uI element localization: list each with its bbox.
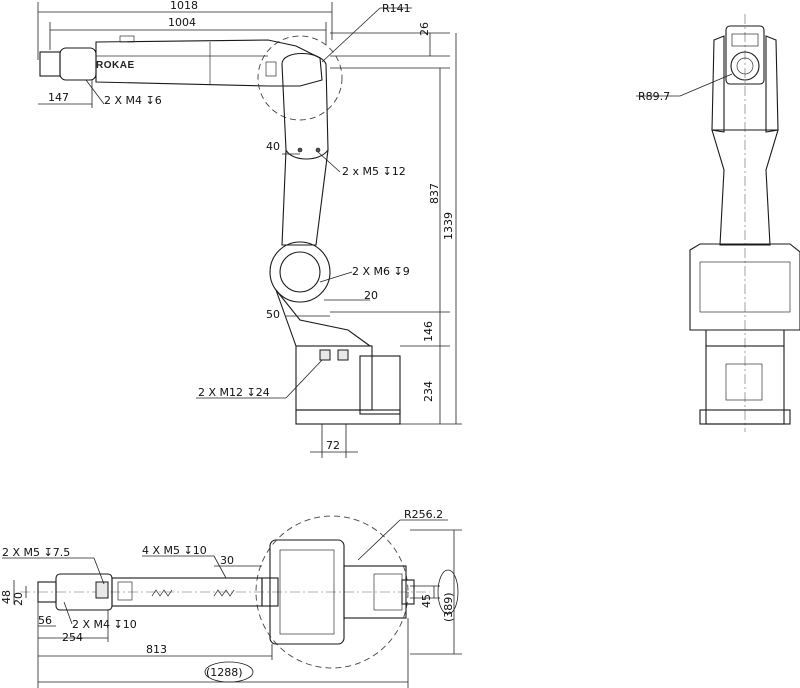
shoulder-inner <box>279 251 321 293</box>
front-flange <box>730 51 760 81</box>
dim-147: 147 <box>48 91 69 104</box>
dim-45: 45 <box>420 594 433 608</box>
base-bolt-1 <box>319 349 331 361</box>
forearm-port <box>265 61 277 77</box>
leader-r141 <box>321 7 381 63</box>
base-plate <box>295 409 401 425</box>
dim-389-bubble <box>437 569 459 615</box>
reach-circle-r256 <box>255 515 409 669</box>
dim-1339: 1339 <box>442 212 455 240</box>
top-base <box>343 565 407 619</box>
front-foot <box>699 409 791 425</box>
top-base-plug <box>401 579 415 605</box>
dim-r141: R141 <box>382 2 411 15</box>
dim-1018: 1018 <box>170 0 198 12</box>
callout-m5-tool: 2 X M5 ↧7.5 <box>2 546 70 559</box>
forearm-connector <box>119 35 135 43</box>
upper-arm-body <box>281 149 329 246</box>
dim-813: 813 <box>146 643 167 656</box>
front-wrist <box>725 25 765 85</box>
dim-254: 254 <box>62 631 83 644</box>
dim-26: 26 <box>418 22 431 36</box>
top-vent-1 <box>151 589 173 597</box>
leader-m4-tool <box>85 79 105 105</box>
front-arm-right-cover <box>765 35 779 133</box>
dim-389: (389) <box>442 592 455 622</box>
dim-r897: R89.7 <box>638 90 670 103</box>
leader-r256 <box>357 519 401 561</box>
top-view: R256.2 2 X M5 ↧7.5 4 X M5 ↧10 2 X M4 ↧10… <box>0 508 462 688</box>
leader-m4-tool-top <box>63 601 73 625</box>
dim-20-top: 20 <box>12 592 25 606</box>
callout-m12-base: 2 X M12 ↧24 <box>198 386 270 399</box>
shoulder-base-link <box>275 289 372 347</box>
leader-m12 <box>285 359 323 399</box>
base-connector-box <box>359 355 401 415</box>
leader-m5-arm <box>213 555 227 579</box>
dim-1288-bubble <box>204 661 254 683</box>
shoulder-outer <box>269 241 331 303</box>
dim-146: 146 <box>422 321 435 342</box>
top-wrist-port <box>95 581 109 599</box>
dim-56: 56 <box>38 614 52 627</box>
dim-72: 72 <box>326 439 340 452</box>
base-bolt-2 <box>337 349 349 361</box>
callout-m4-tool: 2 X M4 ↧6 <box>104 94 162 107</box>
m5-hole-1 <box>297 147 303 153</box>
dim-837: 837 <box>428 183 441 204</box>
m5-hole-2 <box>315 147 321 153</box>
dim-48: 48 <box>0 590 13 604</box>
front-tool-block <box>731 33 759 47</box>
dim-234: 234 <box>422 381 435 402</box>
leader-r897 <box>679 73 733 97</box>
front-view: R89.7 <box>636 14 800 432</box>
front-arm-left-cover <box>711 35 725 133</box>
callout-m4-tool-top: 2 X M4 ↧10 <box>72 618 137 631</box>
dim-1004: 1004 <box>168 16 196 29</box>
leader-m6 <box>319 271 353 283</box>
reach-circle-r141 <box>257 35 343 121</box>
upper-arm-top <box>281 53 329 160</box>
dim-50: 50 <box>266 308 280 321</box>
front-shoulder <box>689 243 800 331</box>
leader-m5-tool <box>93 557 105 585</box>
top-forearm-box <box>117 581 133 601</box>
dim-40: 40 <box>266 140 280 153</box>
tool-flange <box>39 51 61 77</box>
leader-m5-elbow <box>317 151 341 173</box>
top-shoulder-inner <box>279 549 335 635</box>
forearm-body <box>95 39 323 87</box>
dim-r256: R256.2 <box>404 508 443 521</box>
front-flange-inner <box>736 57 754 75</box>
front-shoulder-panel <box>699 261 791 313</box>
wrist-housing <box>59 47 97 81</box>
dim-20: 20 <box>364 289 378 302</box>
top-vent-2 <box>213 589 235 597</box>
callout-m5-elbow: 2 x M5 ↧12 <box>342 165 406 178</box>
front-upper-arm <box>711 129 779 246</box>
callout-m6-shoulder: 2 X M6 ↧9 <box>352 265 410 278</box>
callout-m5-arm: 4 X M5 ↧10 <box>142 544 207 557</box>
side-view: 1018 1004 R141 26 ROKAE 147 2 X M4 ↧6 <box>37 0 462 458</box>
front-base-plate <box>725 363 763 401</box>
rokae-logo: ROKAE <box>96 60 135 71</box>
dim-1288: (1288) <box>206 666 243 679</box>
dim-30: 30 <box>220 554 234 567</box>
